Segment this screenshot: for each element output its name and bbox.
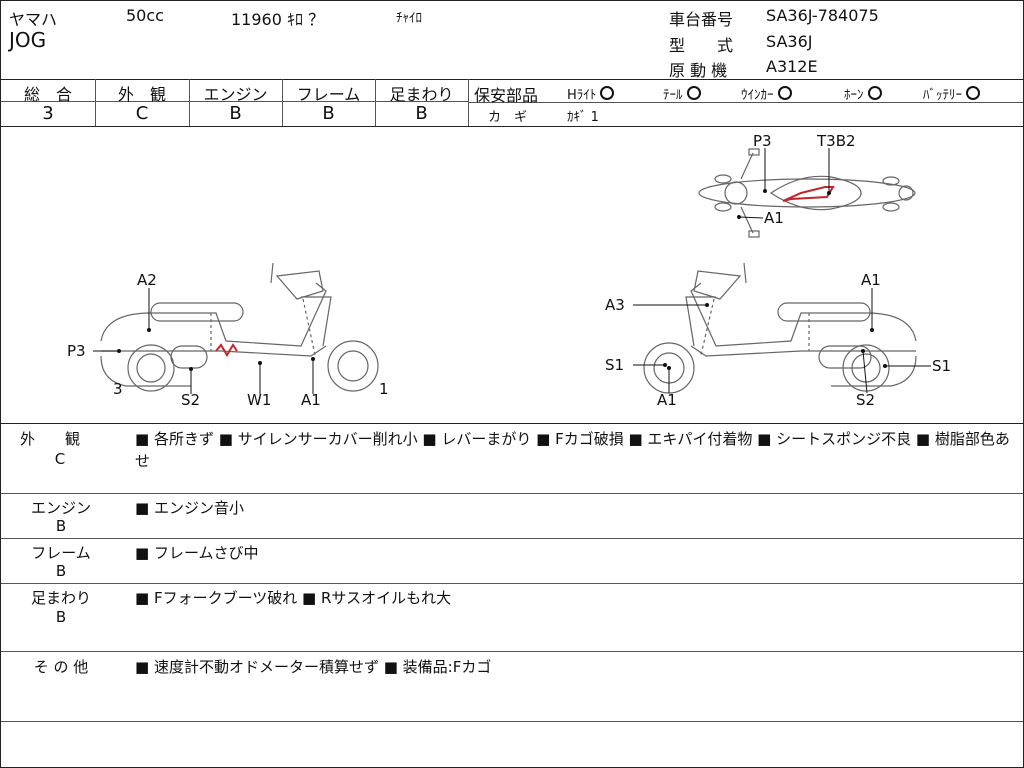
grade-label: フレーム xyxy=(296,85,361,104)
grade-value: B xyxy=(415,103,428,124)
scooter-diagram xyxy=(93,148,931,394)
remark-text: ■ 速度計不動オドメーター積算せず ■ 装備品:Fカゴ xyxy=(135,658,492,676)
grid-line xyxy=(1,651,1023,652)
remark-label: フレーム xyxy=(31,544,91,562)
safety-item-winker: ｳｲﾝｶｰ xyxy=(741,84,792,103)
safety-item-battery: ﾊﾞｯﾃﾘｰ xyxy=(923,84,980,103)
diagram-label: A2 xyxy=(137,271,157,289)
safety-item-headlight: Hﾗｲﾄ xyxy=(567,84,615,103)
diagram-label: A1 xyxy=(861,271,881,289)
grid-line xyxy=(375,79,376,126)
frame-no: SA36J-784075 xyxy=(766,6,879,25)
model-name: JOG xyxy=(9,28,47,52)
grade-value: B xyxy=(229,103,242,124)
type-label: 型 式 xyxy=(669,36,734,55)
maker: ヤマハ xyxy=(9,10,58,29)
diagram-label: T3B2 xyxy=(817,132,856,150)
grid-line xyxy=(1,721,1023,722)
type-value: SA36J xyxy=(766,32,813,51)
ok-circle-icon xyxy=(777,86,792,100)
left-side-scooter xyxy=(100,262,379,392)
grid-line xyxy=(282,79,283,126)
remark-text: ■ フレームさび中 xyxy=(135,544,259,562)
diagram-label: 1 xyxy=(379,380,389,398)
damage-mark-icon xyxy=(215,343,238,357)
diagram-label: A3 xyxy=(605,296,625,314)
key-label: カ ギ xyxy=(488,110,528,125)
grid-line xyxy=(1,101,469,102)
remark-grade: C xyxy=(54,450,66,468)
grid-line xyxy=(1,79,1023,80)
remark-label: 外 観 xyxy=(19,430,80,448)
safety-item-horn: ﾎｰﾝ xyxy=(844,84,882,103)
diagram-label: S2 xyxy=(181,391,201,409)
engine-value: A312E xyxy=(766,57,818,76)
remark-grade: B xyxy=(55,608,67,626)
ok-circle-icon xyxy=(600,86,615,100)
grade-value: 3 xyxy=(42,103,54,124)
mileage: 11960 ｷﾛ ？ xyxy=(231,10,325,29)
grade-label: 外 観 xyxy=(117,85,166,104)
grid-line xyxy=(1,538,1023,539)
diagram-label: 3 xyxy=(113,380,123,398)
ok-circle-icon xyxy=(686,86,701,100)
color: ﾁｬｲﾛ xyxy=(396,11,422,26)
key-value: ｶｷﾞ 1 xyxy=(567,110,599,125)
grade-value: B xyxy=(322,103,335,124)
diagram-label: S2 xyxy=(856,391,876,409)
grade-value: C xyxy=(135,103,149,124)
grid-line xyxy=(95,79,96,126)
ok-circle-icon xyxy=(867,86,882,100)
diagram-label: A1 xyxy=(301,391,321,409)
safety-title: 保安部品 xyxy=(474,86,539,105)
remark-label: 足まわり xyxy=(30,589,91,607)
damage-mark-icon xyxy=(782,186,835,202)
grid-line xyxy=(469,102,1023,103)
remark-text: ■ Fフォークブーツ破れ ■ Rサスオイルもれ大 xyxy=(135,589,452,607)
remark-grade: B xyxy=(55,517,67,535)
grid-line xyxy=(1,423,1023,424)
grade-label: エンジン xyxy=(203,85,268,104)
displacement: 50cc xyxy=(126,6,164,25)
grid-line xyxy=(1,126,1023,127)
diagram-label: W1 xyxy=(247,391,272,409)
grid-line xyxy=(1,583,1023,584)
remark-text: ■ エンジン音小 xyxy=(135,499,244,517)
diagram-label: S1 xyxy=(932,357,952,375)
remark-label: そ の 他 xyxy=(33,658,89,676)
diagram-label: A1 xyxy=(657,391,677,409)
safety-item-tail: ﾃｰﾙ xyxy=(663,84,701,103)
grid-line xyxy=(468,79,469,126)
diagram-label: P3 xyxy=(67,342,86,360)
diagram-label: A1 xyxy=(764,209,784,227)
top-view-scooter xyxy=(698,148,916,238)
engine-label: 原 動 機 xyxy=(669,61,728,80)
frame-no-label: 車台番号 xyxy=(669,10,734,29)
remark-grade: B xyxy=(55,562,67,580)
diagram-label: S1 xyxy=(605,356,625,374)
ok-circle-icon xyxy=(966,86,980,100)
grid-line xyxy=(189,79,190,126)
remark-text: ■ 各所きず ■ サイレンサーカバー削れ小 ■ レバーまがり ■ Fカゴ破損 ■… xyxy=(135,430,1010,470)
grid-line xyxy=(1,493,1023,494)
diagram-label: P3 xyxy=(753,132,772,150)
grade-label: 総 合 xyxy=(23,85,72,104)
remark-label: エンジン xyxy=(30,499,91,517)
grade-label: 足まわり xyxy=(389,85,454,104)
